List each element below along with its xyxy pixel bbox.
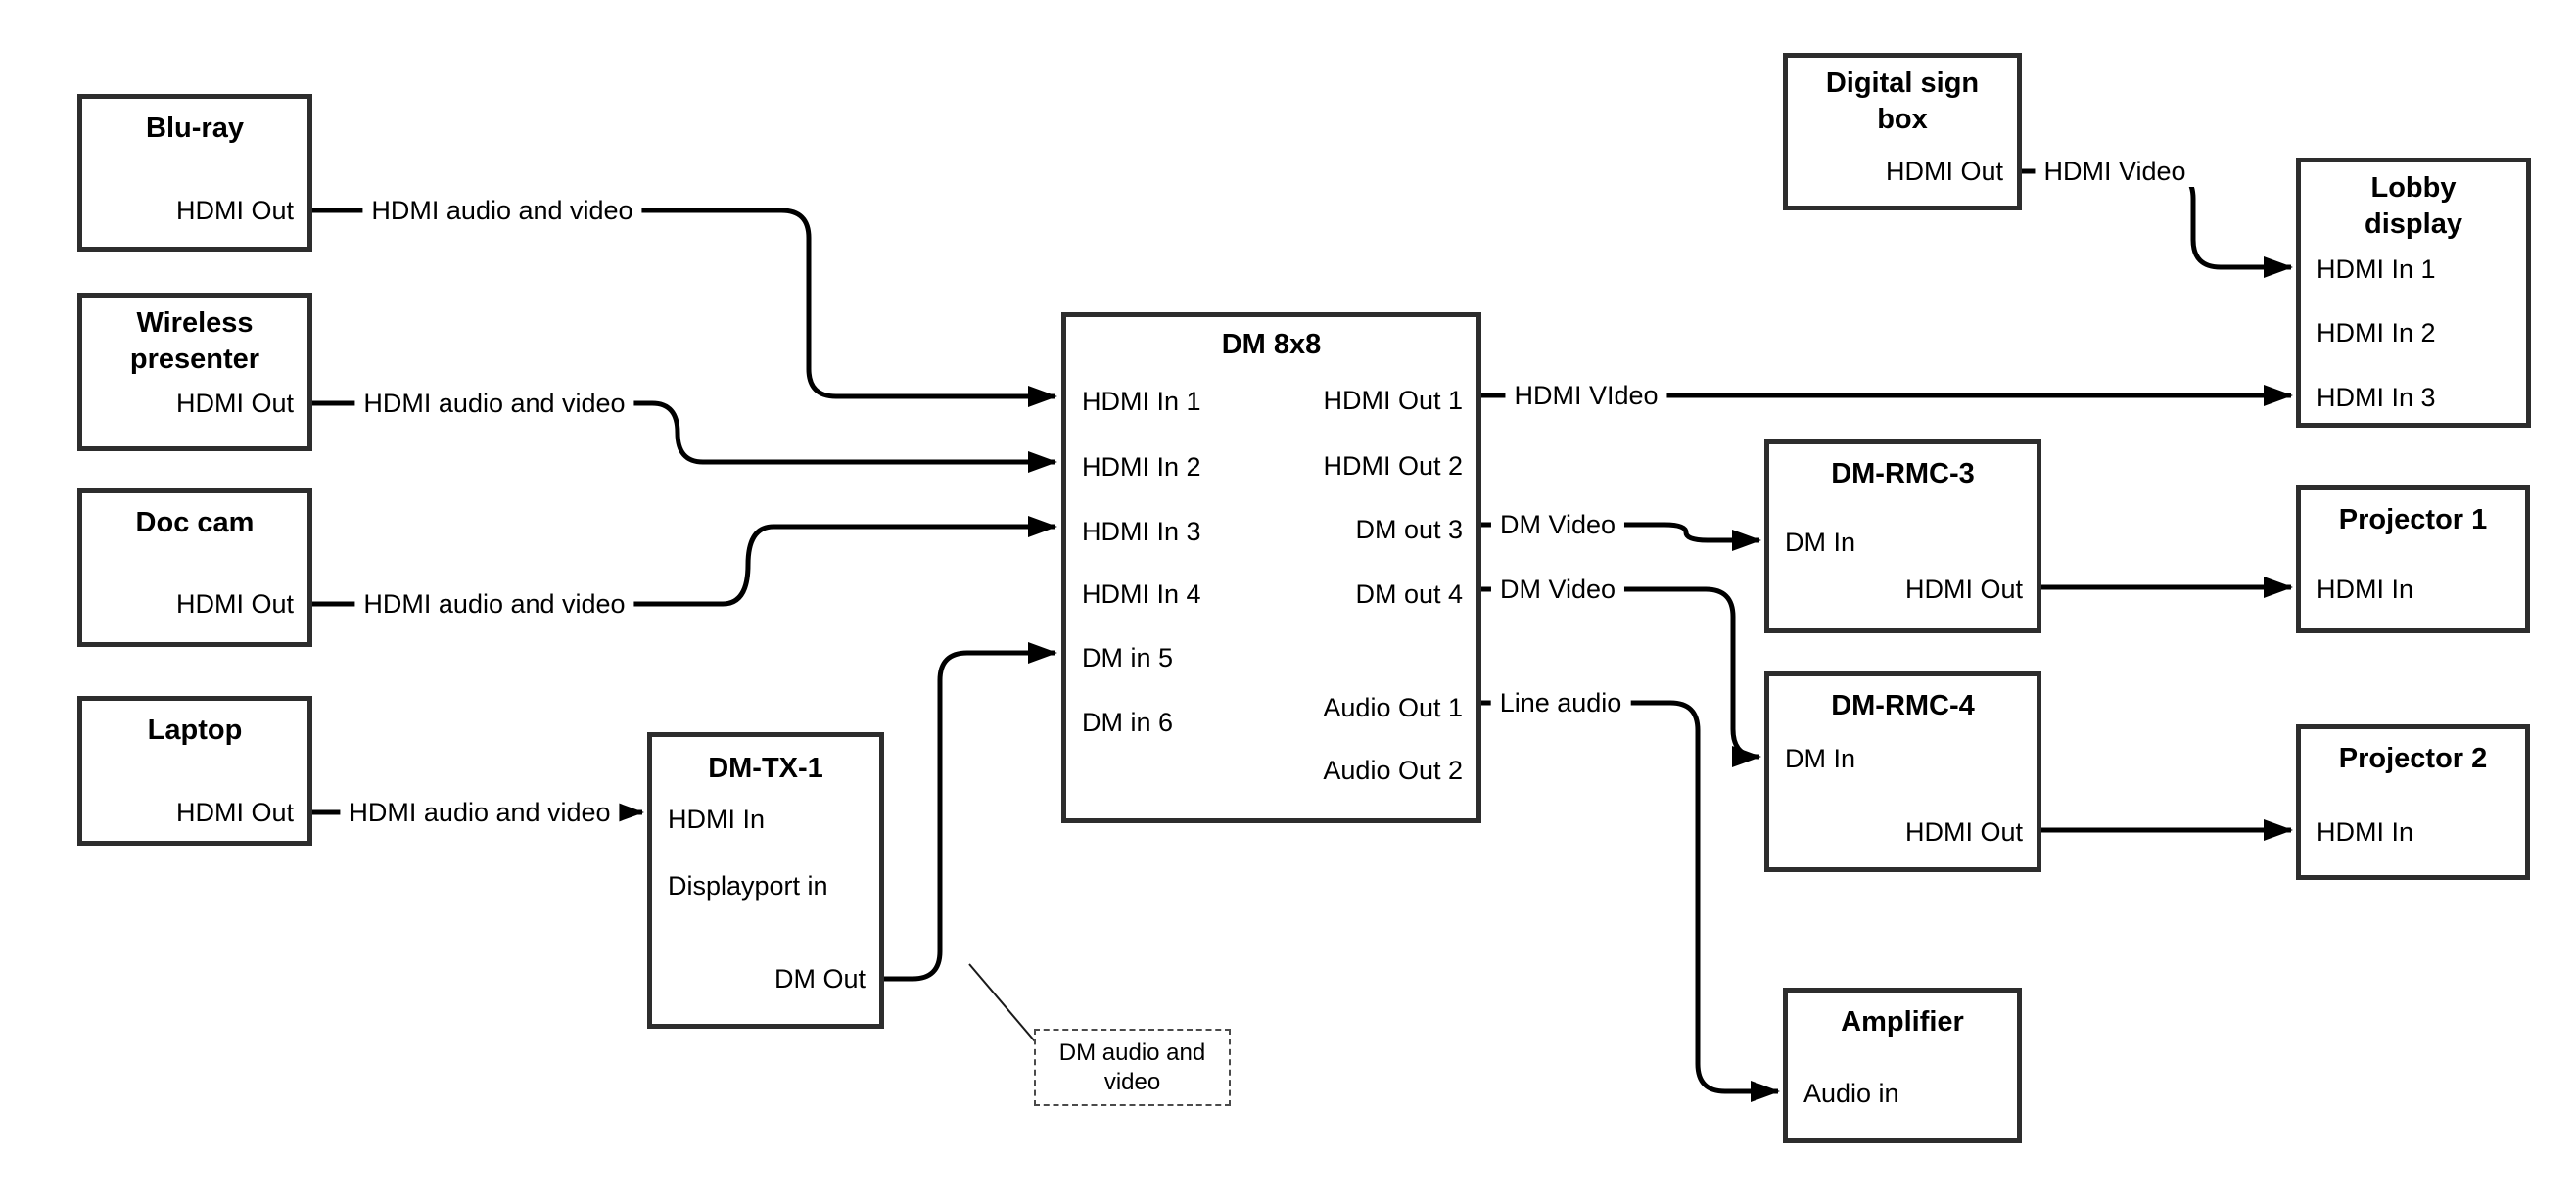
port-hdmi-in: HDMI In xyxy=(2317,817,2414,847)
node-title: Blu-ray xyxy=(146,113,244,144)
node-bluray: Blu-ray HDMI Out xyxy=(77,94,312,252)
port-dm-out: DM Out xyxy=(773,964,866,993)
node-title-line2: presenter xyxy=(129,344,260,375)
node-lobby-display: Lobby display HDMI In 1 HDMI In 2 HDMI I… xyxy=(2296,158,2531,428)
node-title: DM 8x8 xyxy=(1221,329,1322,360)
callout-text-line2: video xyxy=(1103,1068,1161,1095)
node-dm-rmc-4: DM-RMC-4 DM In HDMI Out xyxy=(1764,671,2041,872)
port-hdmi-out: HDMI Out xyxy=(1904,575,2023,604)
port-hdmi-out: HDMI Out xyxy=(1904,817,2023,847)
node-title-line2: box xyxy=(1877,104,1928,135)
node-title: Projector 1 xyxy=(2338,504,2488,535)
port-audio-out-2: Audio Out 2 xyxy=(1323,756,1463,785)
node-dm-8x8: DM 8x8 HDMI In 1 HDMI In 2 HDMI In 3 HDM… xyxy=(1061,312,1481,823)
node-title: Doc cam xyxy=(135,507,255,538)
wire-dm8x8-dm-out3-to-dmrmc3-dm-in xyxy=(1481,522,1761,551)
wire-label-digital-sign-hdmi-video: HDMI Video xyxy=(2035,156,2195,187)
port-hdmi-in-2: HDMI In 2 xyxy=(2317,318,2436,347)
wire-label-bluray-hdmi-audio-video: HDMI audio and video xyxy=(362,195,642,226)
port-hdmi-in-1: HDMI In 1 xyxy=(1082,387,1201,416)
port-dm-out-4: DM out 4 xyxy=(1355,579,1463,609)
wire-doccam-to-dm8x8-hdmi-in3 xyxy=(312,516,1057,607)
node-digital-sign-box: Digital sign box HDMI Out xyxy=(1783,53,2022,210)
port-dm-out-3: DM out 3 xyxy=(1355,515,1463,544)
node-title: Laptop xyxy=(147,715,243,746)
node-title: DM-RMC-4 xyxy=(1831,690,1975,721)
port-hdmi-in-1: HDMI In 1 xyxy=(2317,254,2436,284)
port-dm-in-5: DM in 5 xyxy=(1082,643,1174,672)
node-wireless-presenter: Wireless presenter HDMI Out xyxy=(77,293,312,451)
port-hdmi-out-2: HDMI Out 2 xyxy=(1323,451,1463,481)
callout-dm-audio-and-video: DM audio and video xyxy=(1034,1029,1231,1106)
wire-label-hdmi-video-out1: HDMI VIdeo xyxy=(1505,380,1667,411)
node-dm-tx-1: DM-TX-1 HDMI In Displayport in DM Out xyxy=(647,732,884,1029)
node-amplifier: Amplifier Audio in xyxy=(1783,988,2022,1143)
wire-wireless-to-dm8x8-hdmi-in2 xyxy=(312,400,1057,473)
node-title: DM-RMC-3 xyxy=(1831,458,1975,489)
node-projector-1: Projector 1 HDMI In xyxy=(2296,485,2530,633)
node-laptop: Laptop HDMI Out xyxy=(77,696,312,846)
port-dm-in: DM In xyxy=(1785,744,1856,773)
port-hdmi-in: HDMI In xyxy=(2317,575,2414,604)
wire-dmtx1-dmout-to-dm8x8-dm-in5 xyxy=(884,642,1057,982)
wire-label-line-audio: Line audio xyxy=(1490,687,1631,718)
port-dm-in-6: DM in 6 xyxy=(1082,708,1174,737)
node-title: Lobby xyxy=(2370,172,2457,204)
port-hdmi-out: HDMI Out xyxy=(175,589,294,619)
port-audio-out-1: Audio Out 1 xyxy=(1323,693,1463,722)
port-hdmi-in-3: HDMI In 3 xyxy=(1082,517,1201,546)
port-hdmi-in-3: HDMI In 3 xyxy=(2317,383,2436,412)
node-title: DM-TX-1 xyxy=(708,753,823,784)
node-title: Amplifier xyxy=(1841,1006,1964,1038)
wire-label-laptop-hdmi-audio-video: HDMI audio and video xyxy=(340,797,620,828)
wire-label-wireless-hdmi-audio-video: HDMI audio and video xyxy=(354,388,634,419)
port-hdmi-in: HDMI In xyxy=(668,805,766,834)
node-title: Digital sign xyxy=(1825,68,1980,99)
node-dm-rmc-3: DM-RMC-3 DM In HDMI Out xyxy=(1764,439,2041,633)
port-hdmi-out-1: HDMI Out 1 xyxy=(1323,386,1463,415)
port-hdmi-out: HDMI Out xyxy=(1885,157,2003,186)
wire-label-dm-video-out3: DM Video xyxy=(1490,509,1625,540)
port-audio-in: Audio in xyxy=(1803,1079,1899,1108)
port-hdmi-in-4: HDMI In 4 xyxy=(1082,579,1201,609)
wire-label-doccam-hdmi-audio-video: HDMI audio and video xyxy=(354,588,634,620)
wire-bluray-to-dm8x8-hdmi-in1 xyxy=(312,208,1057,407)
port-hdmi-out: HDMI Out xyxy=(175,389,294,418)
node-projector-2: Projector 2 HDMI In xyxy=(2296,724,2530,880)
port-hdmi-in-2: HDMI In 2 xyxy=(1082,452,1201,482)
port-hdmi-out: HDMI Out xyxy=(175,196,294,225)
node-title: Projector 2 xyxy=(2338,743,2488,774)
port-hdmi-out: HDMI Out xyxy=(175,798,294,827)
wire-label-dm-video-out4: DM Video xyxy=(1490,574,1625,605)
port-displayport-in: Displayport in xyxy=(668,871,828,901)
wire-dm8x8-audio-out1-to-amplifier xyxy=(1481,700,1780,1102)
port-dm-in: DM In xyxy=(1785,528,1856,557)
callout-leader-line xyxy=(968,963,1036,1042)
node-title-line2: display xyxy=(2365,208,2462,240)
node-doc-cam: Doc cam HDMI Out xyxy=(77,488,312,647)
callout-text-line1: DM audio and xyxy=(1058,1039,1206,1066)
node-title: Wireless xyxy=(136,307,254,339)
wire-dm8x8-dm-out4-to-dmrmc4-dm-in xyxy=(1481,586,1761,767)
